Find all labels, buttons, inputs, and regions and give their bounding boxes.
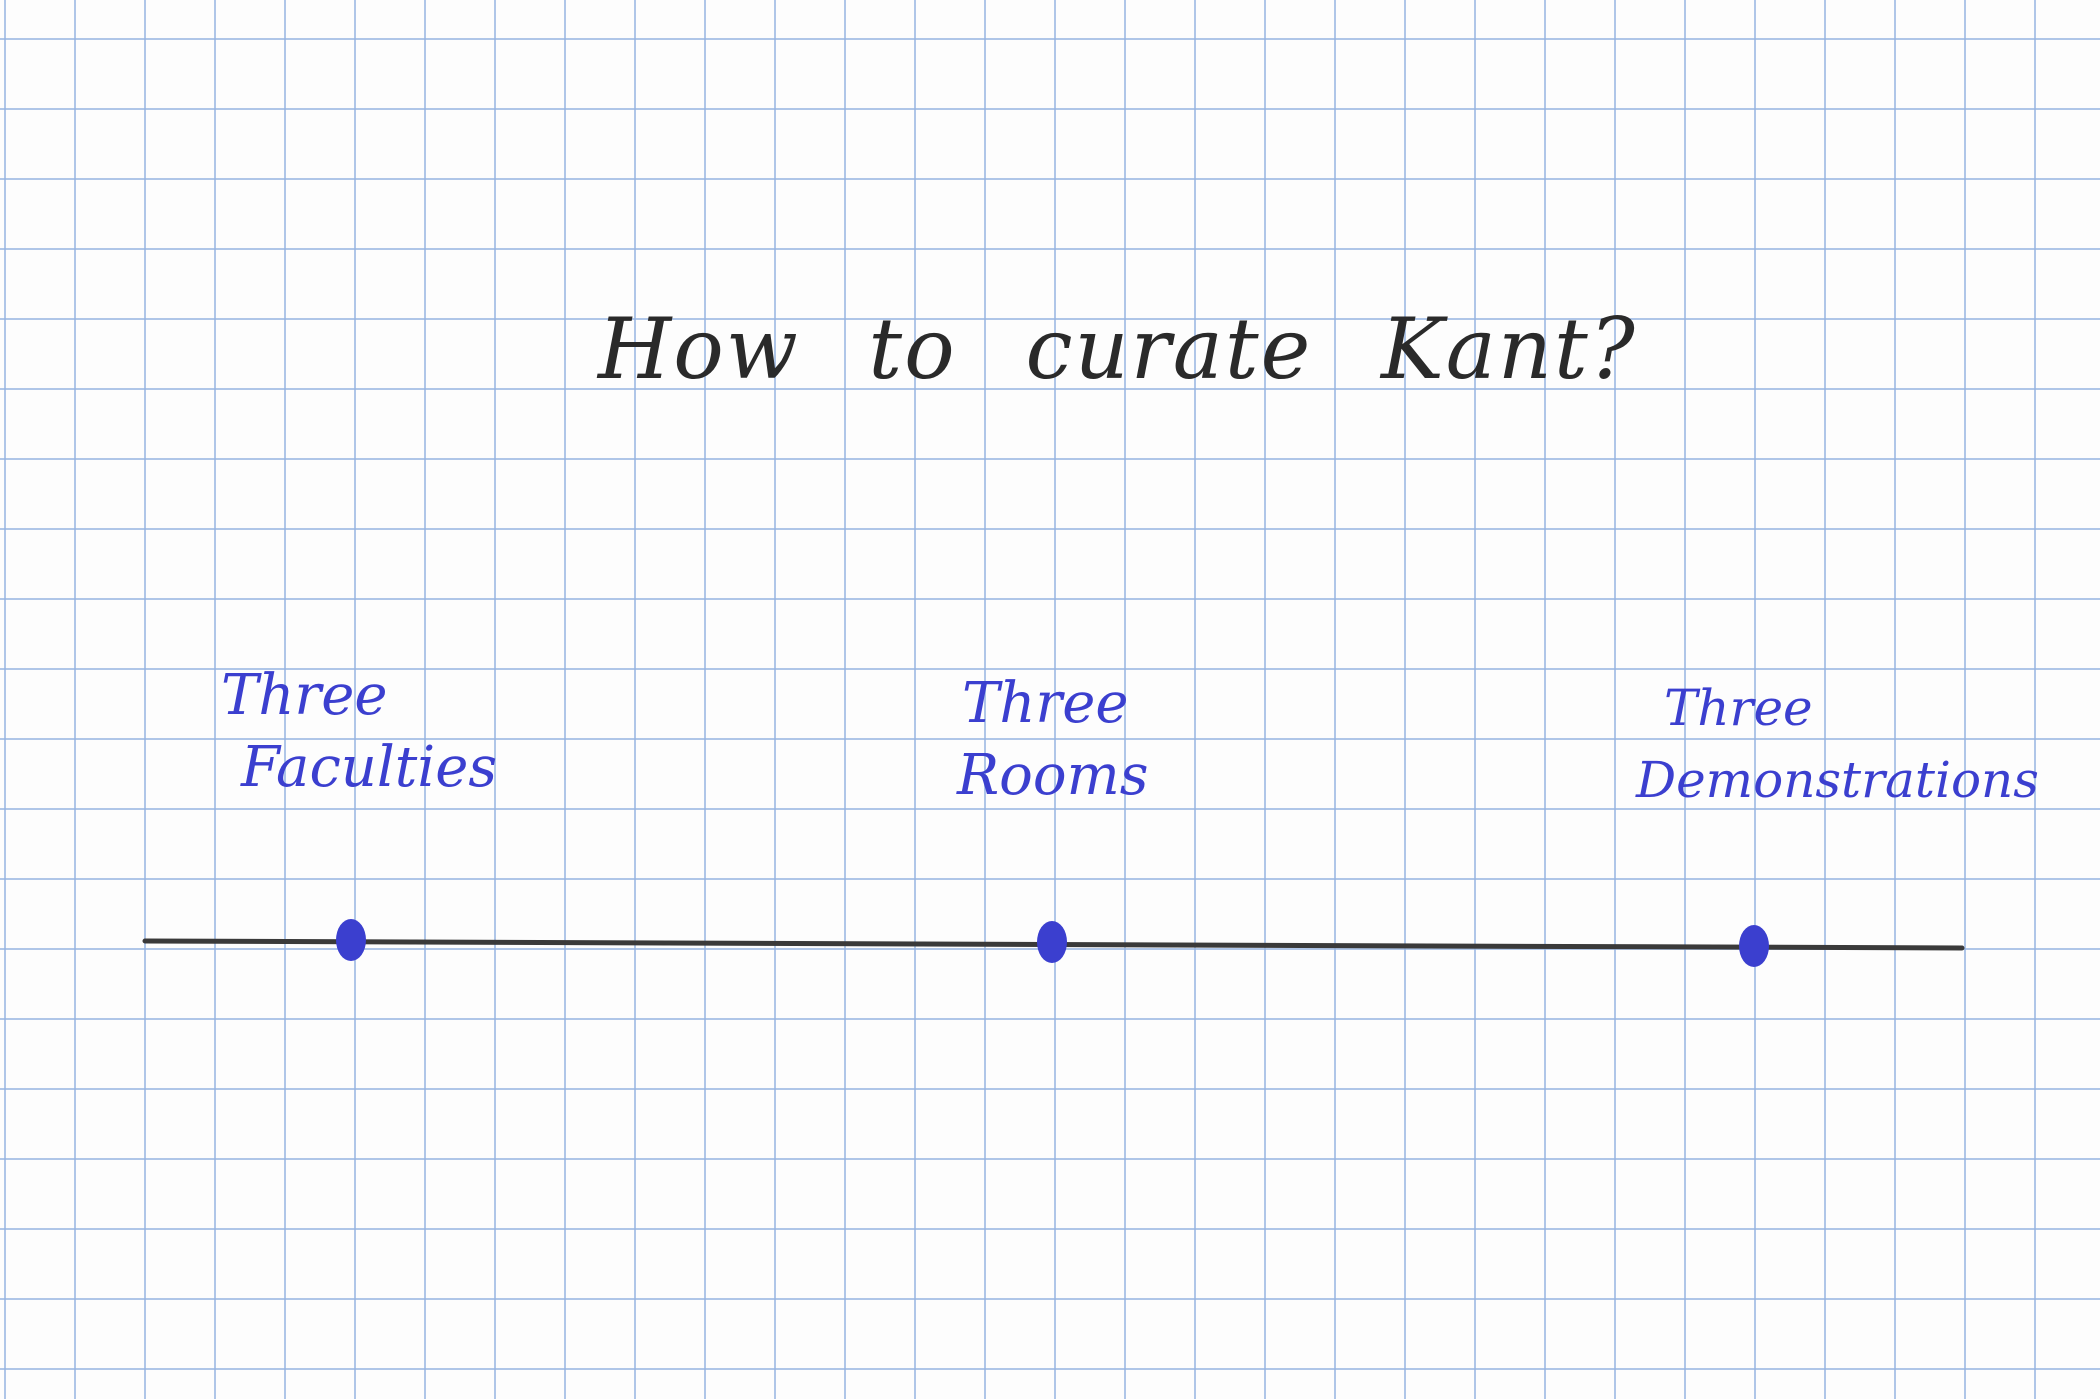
label-line1: Three: [1664, 679, 1813, 737]
label-three-faculties: Three Faculties: [221, 660, 497, 804]
label-line1: Three: [962, 671, 1129, 736]
diagram-title: How to curate Kant?: [598, 300, 1637, 398]
timeline-point-rooms: [1037, 921, 1067, 963]
label-line2: Faculties: [241, 735, 498, 800]
label-three-rooms: Three Rooms: [957, 668, 1148, 812]
label-line2: Demonstrations: [1636, 751, 2039, 809]
timeline-point-faculties: [336, 919, 366, 961]
timeline-point-demonstrations: [1739, 925, 1769, 967]
label-line1: Three: [221, 663, 388, 728]
label-line2: Rooms: [957, 743, 1149, 808]
label-three-demonstrations: Three Demonstrations: [1636, 672, 2039, 816]
